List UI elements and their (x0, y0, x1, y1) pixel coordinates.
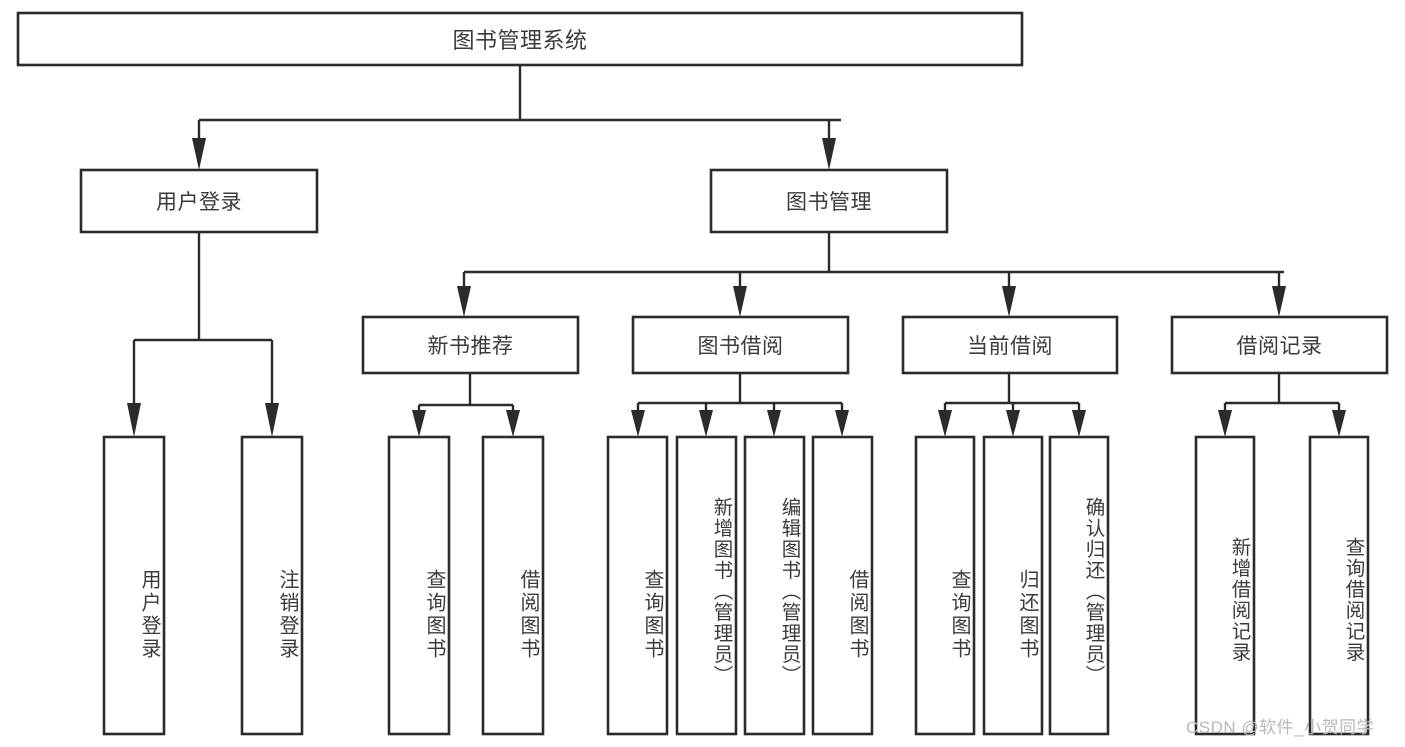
connector-user-login-to-leaves (127, 232, 279, 437)
node-box-book-borrow[interactable] (631, 315, 850, 375)
connector-book-management-to-level3 (457, 232, 1286, 317)
arrow-head-current-borrow (1002, 286, 1016, 317)
arrow-head-borrow-records (1272, 286, 1286, 317)
arrow-head-leaf-return-book (1006, 410, 1020, 437)
arrow-head-leaf-borrow-book-recommend (506, 410, 520, 437)
arrow-head-new-book (457, 286, 471, 317)
node-box-leaf-confirm-return-admin[interactable] (1048, 435, 1110, 736)
node-box-leaf-user-login[interactable] (102, 435, 166, 736)
node-box-leaf-borrow-book[interactable] (811, 435, 874, 736)
node-box-leaf-add-borrow-record[interactable] (1194, 435, 1256, 736)
node-box-leaf-query-borrow-record[interactable] (1308, 435, 1370, 736)
arrow-head-leaf-add-book-admin (699, 410, 713, 437)
arrow-head-book-borrow (733, 286, 747, 317)
node-box-leaf-query-book-borrow[interactable] (606, 435, 669, 736)
arrow-head-leaf-confirm-return-admin (1072, 410, 1086, 437)
arrow-head-leaf-user-login (127, 403, 141, 437)
node-box-leaf-query-book-current[interactable] (914, 435, 976, 736)
node-box-user-login[interactable] (79, 168, 319, 234)
connector-root-to-level2 (192, 65, 841, 170)
arrow-head-leaf-edit-book-admin (767, 410, 781, 437)
node-box-leaf-borrow-book-recommend[interactable] (481, 435, 545, 736)
arrow-head-leaf-query-book-current (938, 410, 952, 437)
arrow-head-leaf-query-borrow-record (1332, 410, 1346, 437)
csdn-watermark: CSDN @软件_小贺同学 (1186, 718, 1375, 737)
node-box-root[interactable] (16, 11, 1024, 67)
arrow-head-leaf-logout (265, 403, 279, 437)
arrow-head-leaf-borrow-book (835, 410, 849, 437)
node-box-current-borrow[interactable] (901, 315, 1119, 375)
connector-borrow-records-to-leaves (1218, 373, 1346, 437)
node-box-book-management[interactable] (709, 168, 949, 234)
node-box-leaf-return-book[interactable] (982, 435, 1044, 736)
node-box-borrow-records[interactable] (1170, 315, 1389, 375)
node-box-leaf-logout[interactable] (240, 435, 304, 736)
connector-new-book-to-leaves (412, 373, 520, 437)
node-box-leaf-query-book-recommend[interactable] (387, 435, 451, 736)
arrow-head-leaf-add-borrow-record (1218, 410, 1232, 437)
arrow-head-user-login (192, 138, 206, 170)
arrow-head-book-management (822, 138, 836, 170)
node-box-leaf-add-book-admin[interactable] (675, 435, 738, 736)
arrow-head-leaf-query-book-borrow (631, 410, 645, 437)
node-box-new-book-recommend[interactable] (361, 315, 580, 375)
connector-book-borrow-to-leaves (631, 373, 849, 437)
node-box-leaf-edit-book-admin[interactable] (743, 435, 806, 736)
arrow-head-leaf-query-book-recommend (412, 410, 426, 437)
connector-current-borrow-to-leaves (938, 373, 1086, 437)
